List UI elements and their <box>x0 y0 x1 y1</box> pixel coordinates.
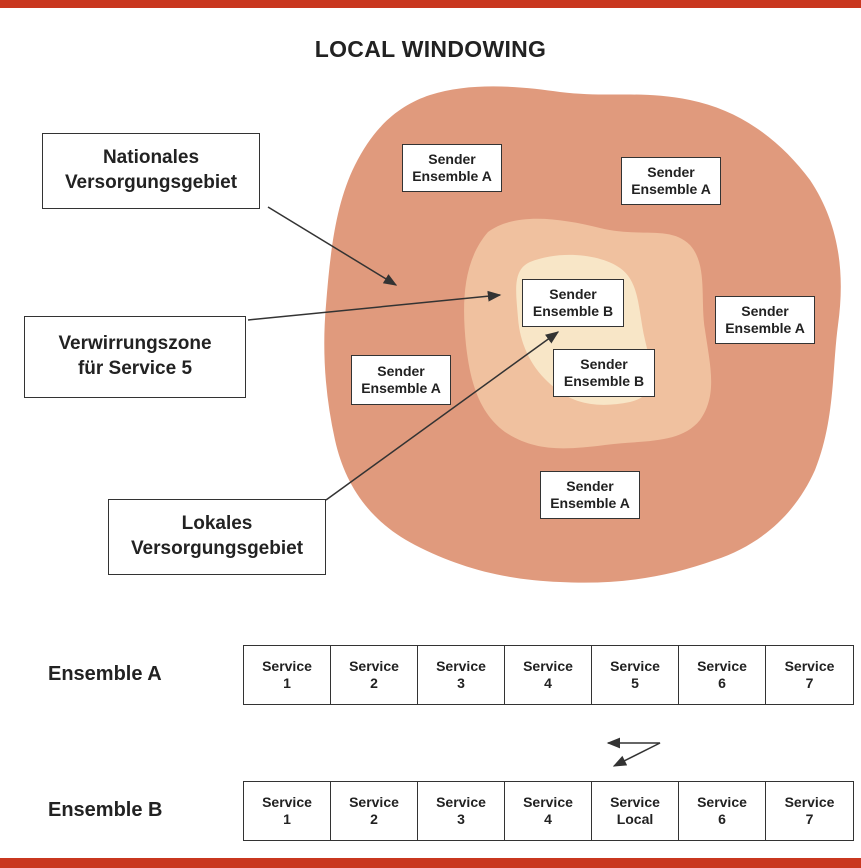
top-border <box>0 0 861 8</box>
ensemble-b-label: Ensemble B <box>48 799 163 821</box>
arrow-national <box>267 206 398 286</box>
arrow-confusion <box>247 290 502 321</box>
switch-arrow-icon <box>606 737 661 767</box>
callout-national-area: Nationales Versorgungsgebiet <box>42 133 260 209</box>
bottom-border <box>0 858 861 868</box>
diagram-title: LOCAL WINDOWING <box>314 36 547 62</box>
callout-local-area: Lokales Versorgungsgebiet <box>108 499 326 575</box>
ensemble-a-label: Ensemble A <box>48 663 162 685</box>
arrow-local <box>325 331 560 501</box>
callout-confusion-zone: Verwirrungszone für Service 5 <box>24 316 246 398</box>
